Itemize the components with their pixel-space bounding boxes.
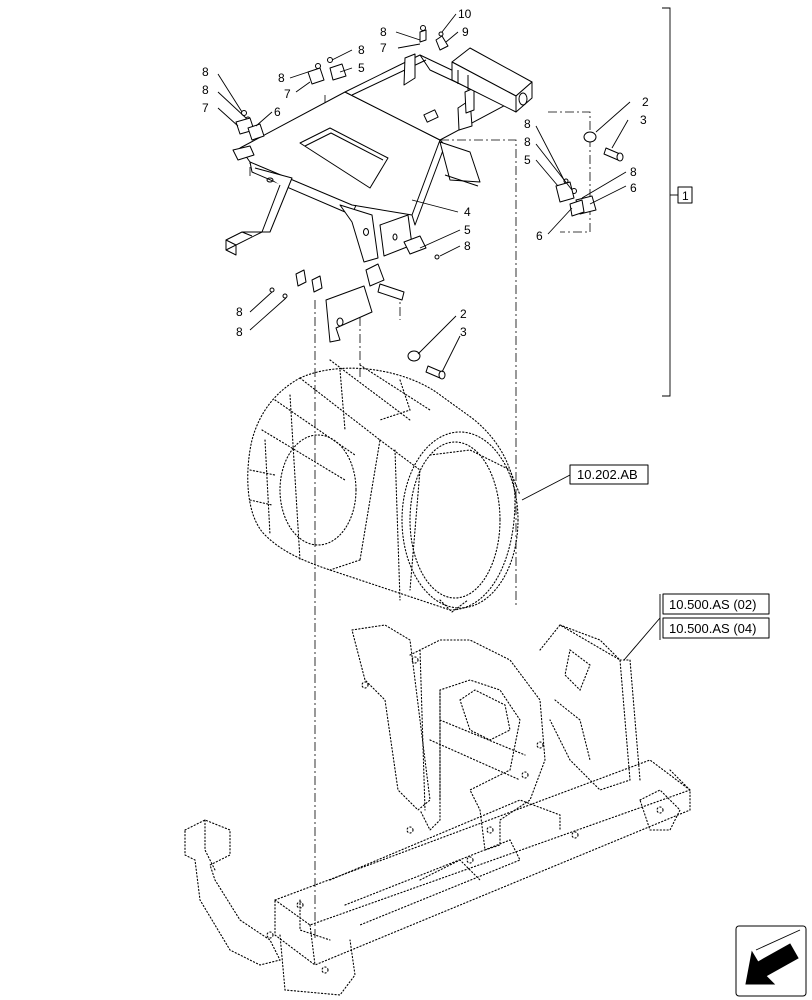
assembly-bracket: 1	[662, 7, 693, 397]
callout-8: 8	[202, 65, 209, 79]
callout-8: 8	[358, 43, 365, 57]
alignment-lines	[249, 95, 591, 940]
ref-box-frame-2	[662, 617, 770, 639]
ref-label-frame-2: 10.500.AS (04)	[669, 621, 756, 636]
callout-8: 8	[524, 117, 531, 131]
callout-3: 3	[640, 113, 647, 127]
callout-8: 8	[236, 325, 243, 339]
ref-box-air-filter	[569, 464, 649, 485]
callout-7: 7	[380, 41, 387, 55]
callout-labels: 10 9 8 7 8 8 5 7 8 8 7 6 2 3 8 8 5 8 6 6…	[202, 7, 649, 339]
callout-2: 2	[460, 307, 467, 321]
callout-5: 5	[464, 223, 471, 237]
callout-6: 6	[630, 181, 637, 195]
callout-8: 8	[236, 305, 243, 319]
leader-lines	[217, 13, 631, 373]
callout-7: 7	[284, 87, 291, 101]
arrow-icon[interactable]	[735, 925, 807, 997]
callout-9: 9	[462, 25, 469, 39]
callout-4: 4	[464, 205, 471, 219]
frame-reference: 10.500.AS (02) 10.500.AS (04)	[184, 593, 770, 996]
ref-label-frame-1: 10.500.AS (02)	[669, 597, 756, 612]
callout-5: 5	[358, 61, 365, 75]
mounting-bracket	[225, 47, 533, 263]
callout-8: 8	[380, 25, 387, 39]
bracket-label-box	[677, 186, 693, 204]
small-parts	[235, 25, 624, 380]
air-filter-reference: 10.202.AB	[247, 359, 649, 613]
callout-2: 2	[642, 95, 649, 109]
callout-7: 7	[202, 101, 209, 115]
callout-6: 6	[274, 105, 281, 119]
callout-8: 8	[524, 135, 531, 149]
bracket-label: 1	[682, 189, 689, 203]
callout-5: 5	[524, 153, 531, 167]
ref-box-frame-1	[662, 593, 770, 615]
callout-8: 8	[202, 83, 209, 97]
ref-label-air-filter: 10.202.AB	[577, 467, 638, 482]
callout-8: 8	[464, 239, 471, 253]
callout-6: 6	[536, 229, 543, 243]
callout-8: 8	[278, 71, 285, 85]
callout-3: 3	[460, 325, 467, 339]
callout-8: 8	[630, 165, 637, 179]
callout-10: 10	[458, 7, 472, 21]
